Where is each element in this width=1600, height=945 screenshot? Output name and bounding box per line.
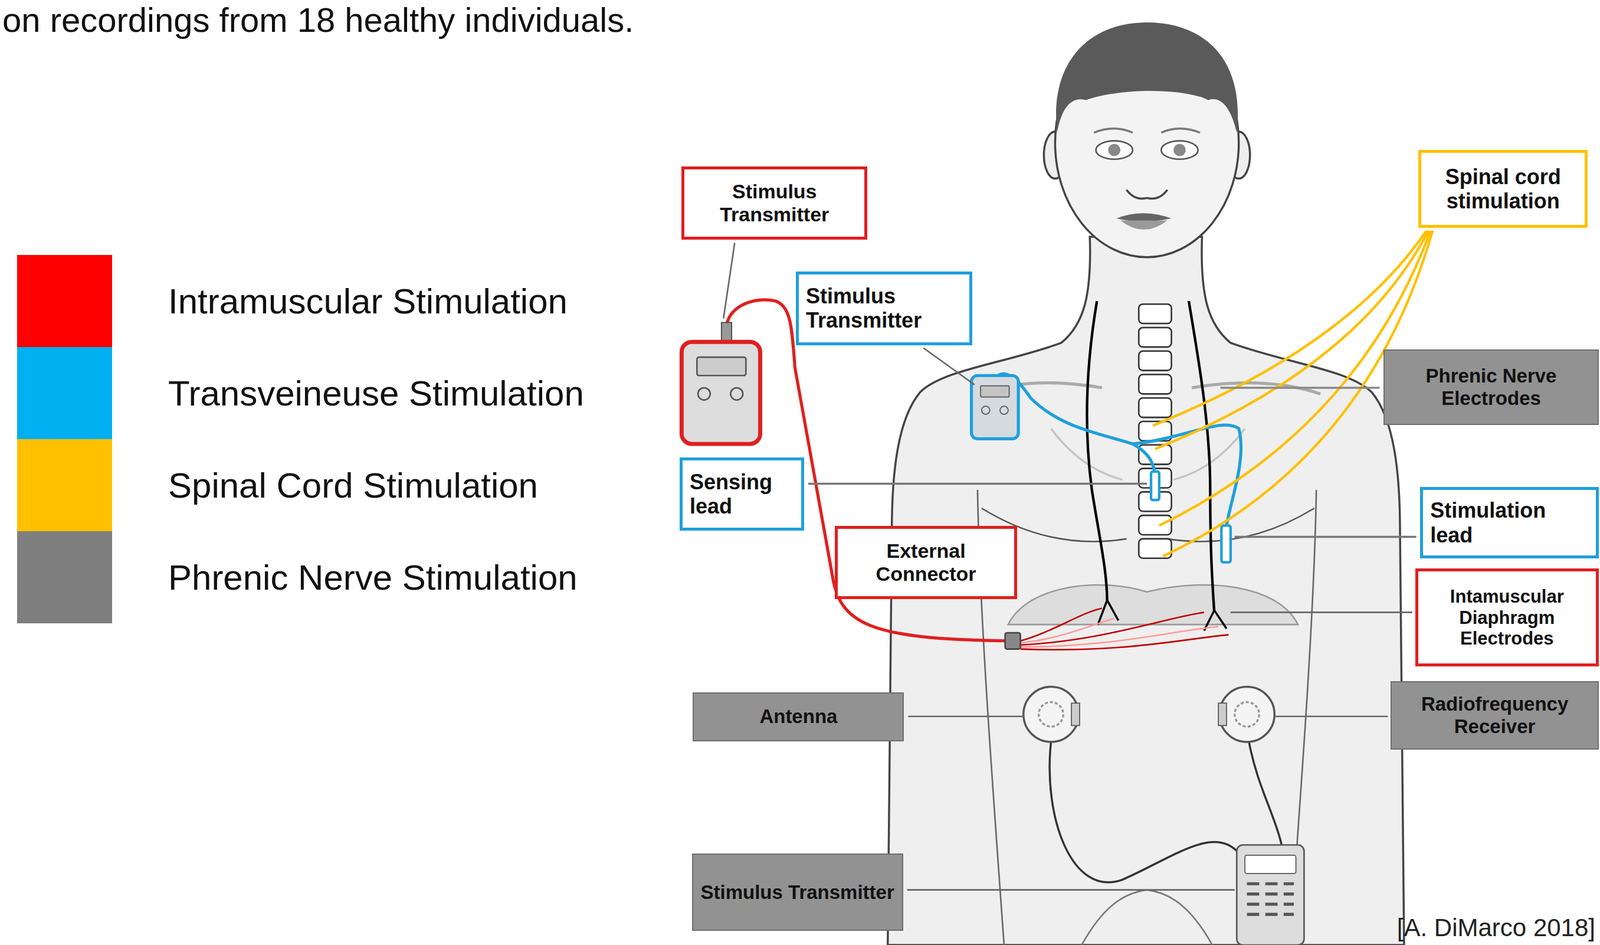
leader-line (808, 482, 1147, 485)
handheld-transmitter (1236, 844, 1304, 945)
box-label: Stimulus Transmitter (691, 179, 858, 226)
receiver-tab (1071, 702, 1080, 726)
legend-text: Phrenic Nerve Stimulation (168, 556, 578, 598)
lip (1120, 220, 1168, 230)
leader-line (907, 715, 1023, 717)
box-label: Phrenic Nerve Electrodes (1391, 364, 1591, 410)
vertebra (1138, 397, 1172, 418)
legend-text: Intramuscular Stimulation (168, 280, 568, 322)
device-keys (1247, 883, 1295, 914)
legend-text: Spinal Cord Stimulation (168, 464, 539, 506)
legend-swatch (17, 530, 113, 624)
antenna-cable (1248, 741, 1282, 845)
box-label: Spinal cord stimulation (1428, 164, 1578, 214)
device-screen (980, 385, 1009, 398)
sensing-lead-tip (1151, 471, 1160, 500)
label-box: Stimulation lead (1420, 486, 1599, 559)
vertebra (1138, 351, 1172, 371)
legend-swatch (17, 254, 113, 347)
legend-row: Phrenic Nerve Stimulation (17, 530, 585, 624)
receiver-core (1038, 702, 1064, 727)
receiver-coil (1023, 686, 1079, 742)
leader-line (1275, 715, 1388, 717)
antenna-cable (1049, 741, 1239, 883)
phrenic-nerve (1086, 300, 1107, 602)
leader-line (1234, 535, 1417, 538)
eye (1161, 141, 1198, 160)
blue-lead (998, 373, 1156, 474)
box-label: Sensing lead (689, 469, 795, 519)
hair (1056, 22, 1238, 133)
device-screen (696, 356, 746, 376)
legend-row: Transveineuse Stimulation (17, 346, 585, 439)
diaphragm-wire (1020, 626, 1219, 648)
diaphragm-wire (1020, 634, 1229, 649)
label-box: Stimulus Transmitter (692, 853, 904, 931)
label-box: Stimulus Transmitter (795, 271, 973, 346)
diaphragm-wire (1020, 611, 1205, 645)
receiver-coil (1219, 686, 1275, 742)
citation: [A. DiMarco 2018] (1397, 913, 1596, 942)
label-box: Sensing lead (679, 457, 805, 531)
label-box: Spinal cord stimulation (1418, 149, 1588, 228)
vertebra (1138, 374, 1172, 395)
device-button (697, 387, 711, 400)
leader-line (1220, 386, 1380, 389)
nose (1126, 189, 1167, 199)
label-box: Phrenic Nerve Electrodes (1383, 349, 1599, 425)
phrenic-pacing-system (907, 387, 1413, 945)
pupil (1107, 143, 1121, 157)
box-label: Antenna (700, 705, 896, 728)
vertebra (1138, 515, 1172, 535)
leader-line (723, 242, 735, 318)
label-box: Radiofrequency Receiver (1390, 680, 1599, 750)
phrenic-nerve (1188, 300, 1215, 612)
box-label: Stimulus Transmitter (805, 283, 963, 333)
stimulator-device (971, 375, 1019, 439)
leader-line (907, 888, 1235, 891)
legend: Intramuscular StimulationTransveineuse S… (17, 254, 585, 624)
device-button (981, 405, 990, 415)
intramuscular-system (681, 242, 1229, 649)
receiver-tab (1218, 702, 1227, 726)
device-button (1000, 405, 1009, 415)
legend-swatch (17, 438, 113, 531)
phrenic-nerves (1086, 300, 1227, 631)
lip (1116, 212, 1172, 222)
stimulation-lead-tip (1221, 525, 1231, 562)
label-box: Antenna (692, 692, 904, 742)
receiver-core (1234, 702, 1260, 727)
eyebrow (1093, 128, 1133, 133)
pupil (1173, 143, 1186, 157)
legend-swatch (17, 346, 113, 439)
caption-fragment: on recordings from 18 healthy individual… (2, 1, 634, 39)
box-label: Intamuscular Diaphragm Electrodes (1425, 585, 1589, 649)
legend-text: Transveineuse Stimulation (168, 372, 585, 414)
eye (1096, 141, 1133, 160)
spine (1138, 303, 1172, 559)
label-box: Intamuscular Diaphragm Electrodes (1415, 568, 1599, 667)
legend-row: Spinal Cord Stimulation (17, 438, 585, 531)
eyebrow (1161, 128, 1200, 133)
box-label: Stimulus Transmitter (700, 880, 895, 904)
box-label: External Connector (844, 539, 1008, 586)
device-plug (721, 322, 732, 343)
vertebra (1138, 303, 1172, 324)
hip-line (1081, 889, 1212, 945)
leader-line (1230, 611, 1413, 613)
label-box: Stimulus Transmitter (681, 166, 868, 241)
vertebra (1138, 327, 1172, 347)
box-label: Stimulation lead (1430, 497, 1589, 547)
external-connector (1005, 632, 1021, 649)
legend-row: Intramuscular Stimulation (17, 254, 585, 347)
device-button (730, 387, 743, 400)
diaphragm-wire (1020, 618, 1115, 643)
label-box: External Connector (834, 525, 1018, 600)
box-label: Radiofrequency Receiver (1398, 692, 1591, 738)
device-screen (1244, 854, 1296, 874)
stimulator-device (681, 341, 760, 444)
leader-line (923, 348, 975, 385)
diaphragm (1008, 584, 1298, 625)
